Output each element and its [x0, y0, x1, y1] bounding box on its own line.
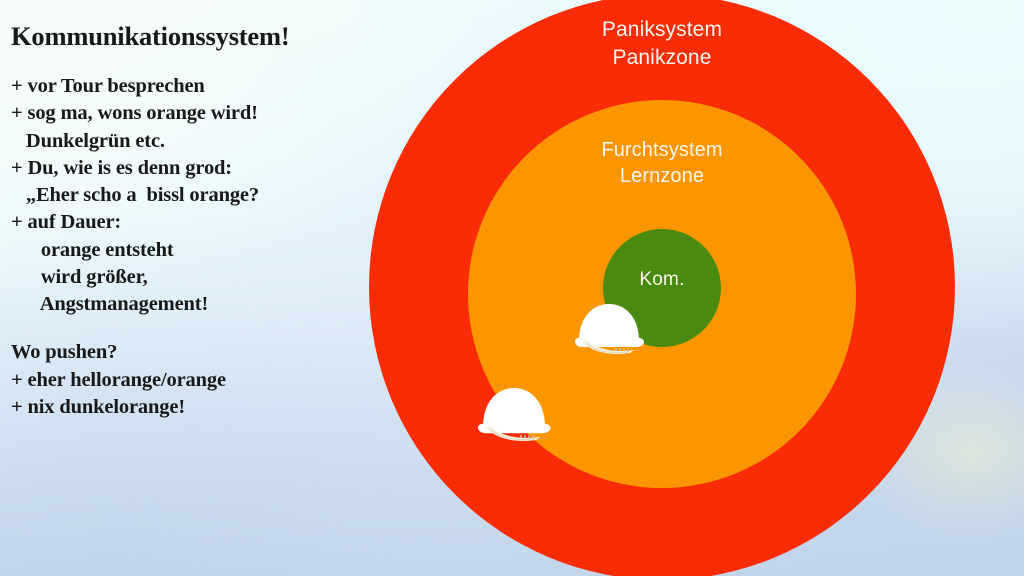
bullet-line-12: + nix dunkelorange! [11, 395, 186, 418]
zone-label-fear-line2: Lernzone [619, 165, 705, 188]
bullet-line-7: orange entsteht [11, 238, 174, 261]
zone-label-communication-line1: Kom. [639, 269, 685, 290]
bullet-line-6: + auf Dauer: [11, 211, 122, 234]
bullet-line-2: + sog ma, wons orange wird! [11, 102, 258, 125]
bullet-line-9: Angstmanagement! [11, 293, 209, 316]
zone-label-communication: Kom. [603, 267, 721, 292]
text-panel: Kommunikationssystem! + vor Tour besprec… [11, 21, 371, 421]
bullet-line-8: wird größer, [11, 265, 148, 288]
bullet-line-11: + eher hellorange/orange [11, 368, 226, 391]
bullet-line-4: + Du, wie is es denn grod: [11, 156, 232, 179]
section-heading-wo-pushen: Wo pushen? [11, 341, 118, 364]
bullet-line-5: „Eher scho a bissl orange? [11, 184, 259, 207]
page-title: Kommunikationssystem! [11, 21, 290, 51]
helmet-icon [473, 379, 555, 445]
paragraph-spacer [11, 318, 371, 339]
helmet-icon [570, 296, 648, 358]
bullet-line-1: + vor Tour besprechen [11, 75, 205, 98]
bullet-line-3: Dunkelgrün etc. [11, 129, 165, 152]
